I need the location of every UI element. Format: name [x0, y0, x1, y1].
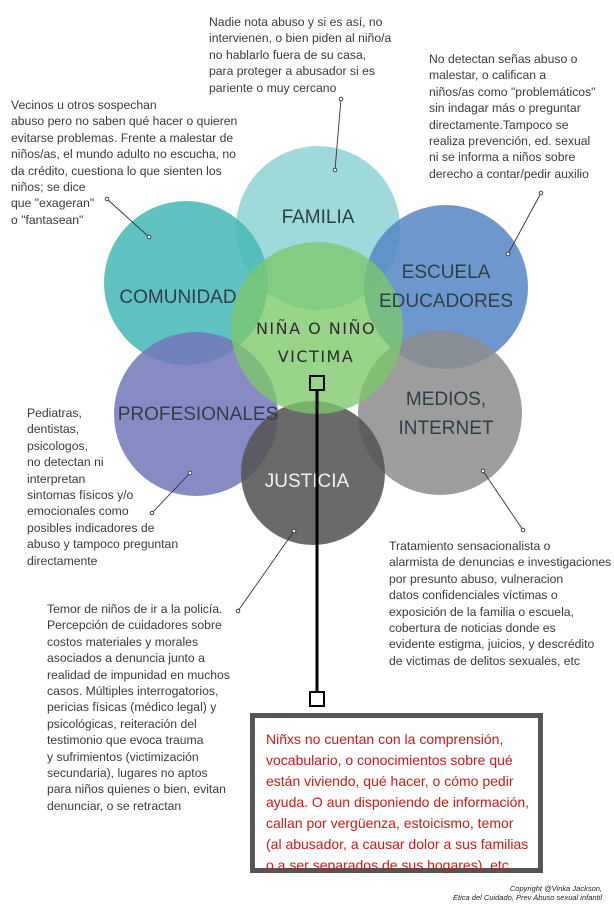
circle-centro [231, 242, 403, 414]
label-escuela-2: EDUCADORES [379, 291, 513, 312]
circle-comunidad [104, 201, 268, 365]
pointer-medios [480, 468, 526, 533]
pointer-escuela [505, 190, 544, 257]
label-medios-2: INTERNET [399, 418, 494, 439]
label-escuela-1: ESCUELA [402, 262, 491, 283]
annotation-profesionales: Pediatras, dentistas, psicologos, no det… [27, 406, 179, 568]
circle-escuela [364, 205, 528, 369]
annotation-medios: Tratamiento sensacionalista o alarmista … [389, 539, 612, 668]
annotation-familia: Nadie nota abuso y si es así, no intervi… [209, 15, 392, 95]
label-profesionales: PROFESIONALES [118, 404, 279, 425]
annotation-escuela: No detectan señas abuso o malestar, o ca… [429, 52, 596, 181]
pointer-familia [332, 96, 344, 173]
circle-justicia [241, 401, 385, 545]
connector-bottom-square [309, 691, 325, 707]
label-centro-2: VICTIMA [278, 347, 355, 366]
circle-medios [358, 331, 522, 495]
copyright: Copyright @Vinka Jackson, Etica del Cuid… [453, 884, 602, 902]
label-medios-1: MEDIOS, [406, 389, 486, 410]
label-centro-1: NIÑA O NIÑO [256, 319, 376, 338]
label-familia: FAMILIA [282, 207, 355, 228]
annotation-comunidad: Vecinos u otros sospechan abuso pero no … [11, 98, 238, 227]
pointer-profesionales [149, 470, 193, 516]
callout-text: Niñxs no cuentan con la comprensión, voc… [266, 731, 530, 873]
pointer-justicia [235, 528, 297, 614]
callout-box: Niñxs no cuentan con la comprensión, voc… [250, 713, 543, 873]
circle-profesionales [114, 332, 278, 496]
annotation-justicia: Temor de niños de ir a la policía. Perce… [47, 602, 230, 813]
pointer-comunidad [104, 196, 152, 240]
label-justicia: JUSTICIA [265, 471, 350, 492]
label-comunidad: COMUNIDAD [119, 287, 236, 308]
